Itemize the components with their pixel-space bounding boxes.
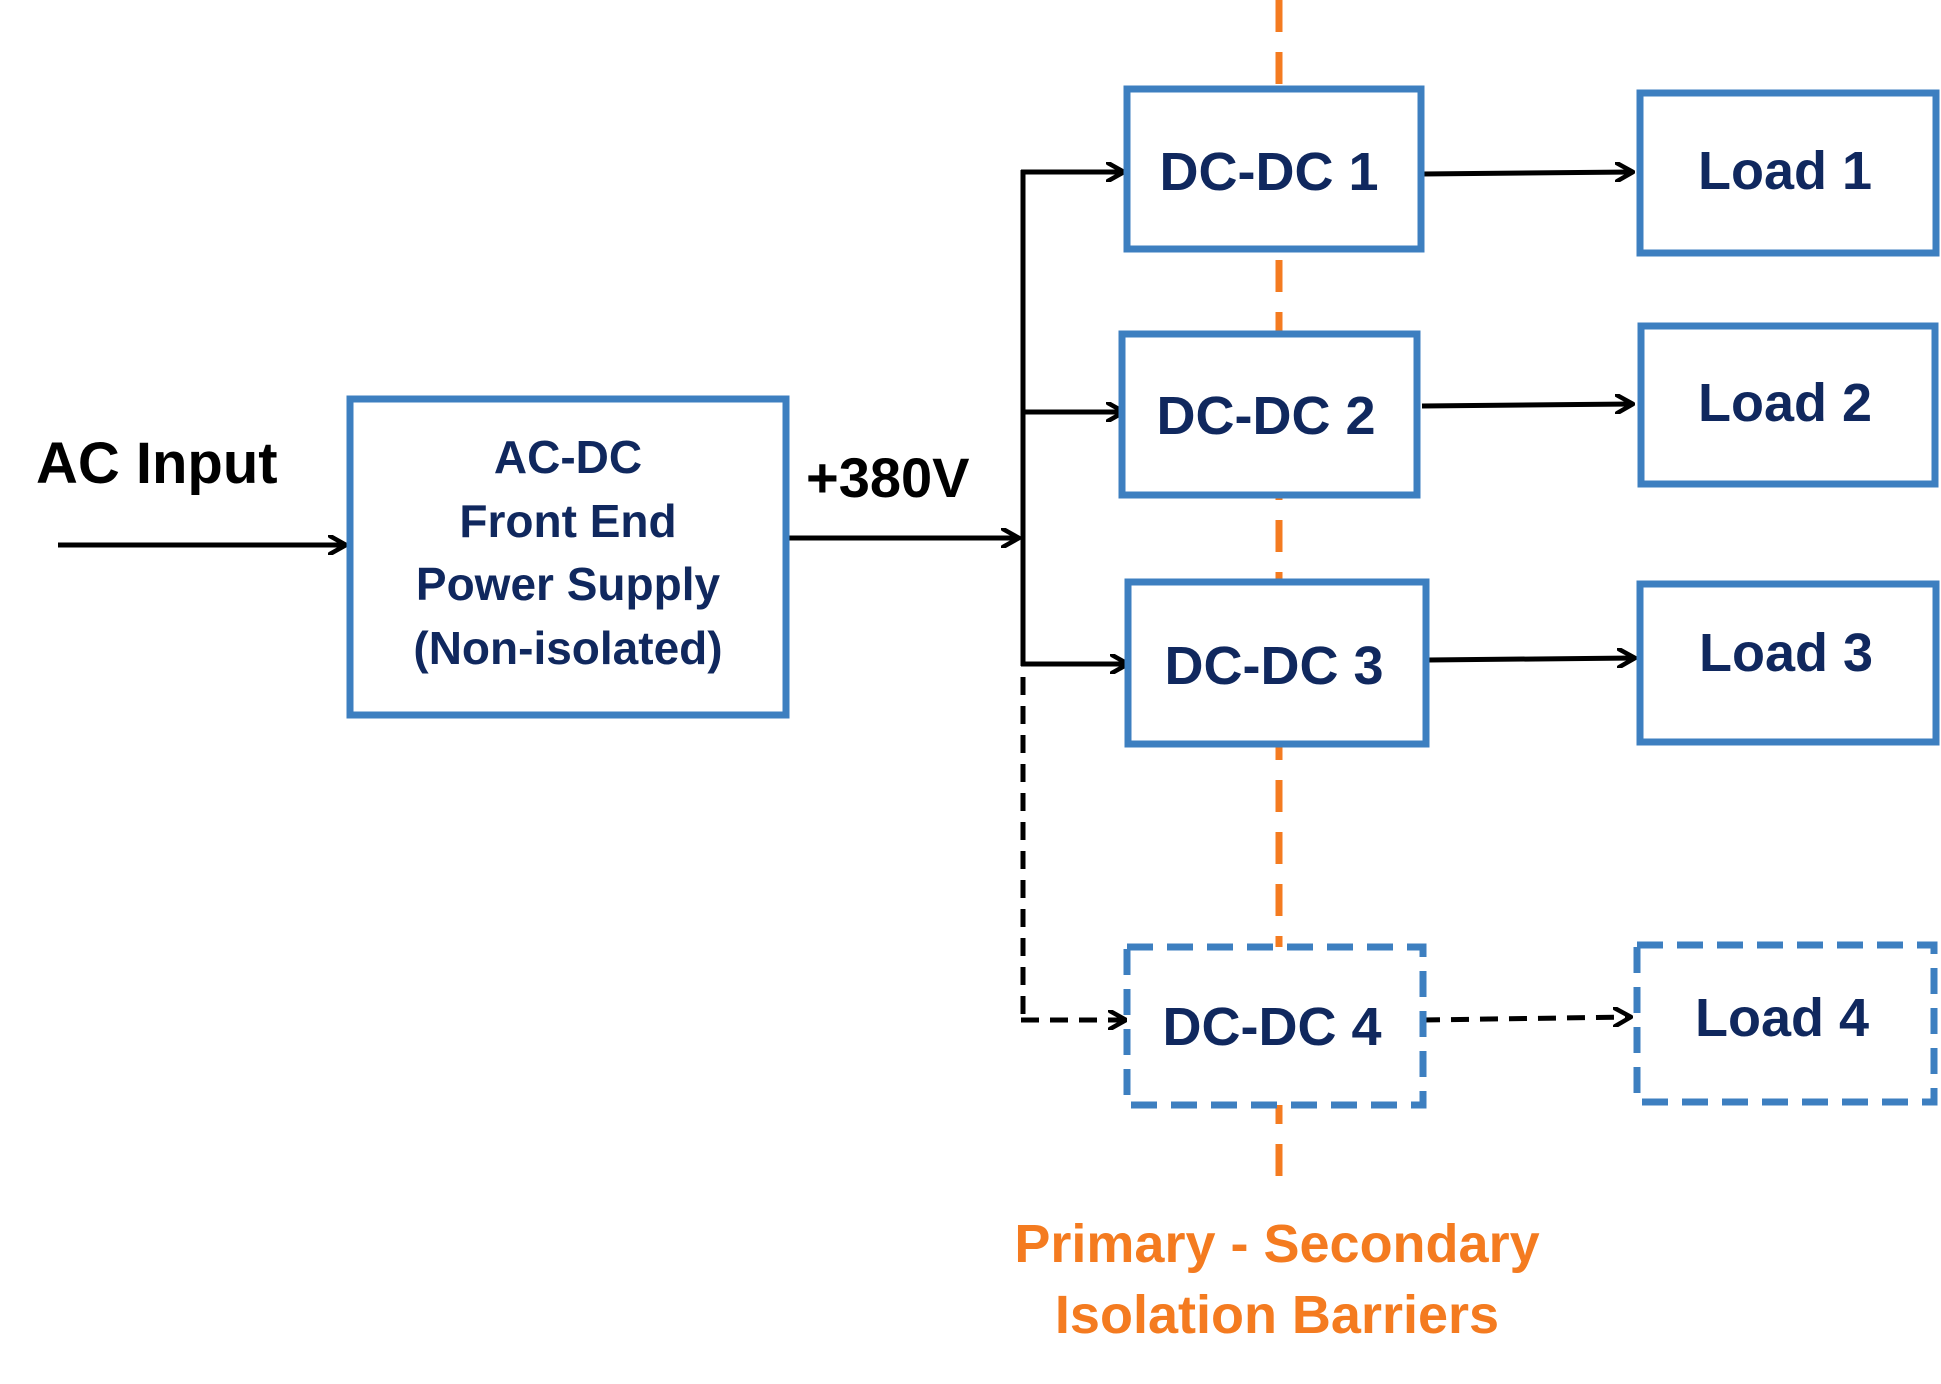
load-box-1 xyxy=(1636,89,1940,257)
front-end-line-4: (Non-isolated) xyxy=(413,622,722,674)
output-arrow-3 xyxy=(1427,658,1634,660)
barrier-caption-line-2: Isolation Barriers xyxy=(1055,1285,1499,1345)
load-box-2 xyxy=(1637,322,1939,488)
front-end-line-2: Front End xyxy=(459,495,676,547)
load-label-2: Load 2 xyxy=(1698,373,1872,433)
load-label-3: Load 3 xyxy=(1699,623,1873,683)
converter-label-3: DC-DC 3 xyxy=(1164,636,1383,696)
front-end-box xyxy=(346,395,790,719)
converter-box-2 xyxy=(1118,330,1421,499)
converter-box-4 xyxy=(1123,943,1427,1109)
converter-label-4: DC-DC 4 xyxy=(1162,997,1381,1057)
converter-label-2: DC-DC 2 xyxy=(1156,386,1375,446)
load-label-1: Load 1 xyxy=(1698,141,1872,201)
ac-input-label: AC Input xyxy=(36,431,278,496)
output-arrow-1 xyxy=(1421,172,1632,174)
output-arrow-4 xyxy=(1421,1017,1630,1020)
load-box-3 xyxy=(1636,580,1940,746)
converter-box-1 xyxy=(1123,85,1425,253)
front-end-line-1: AC-DC xyxy=(494,431,642,483)
load-box-4 xyxy=(1633,941,1938,1106)
output-arrow-2 xyxy=(1421,404,1632,406)
barrier-caption: Primary - Secondary Isolation Barriers xyxy=(1014,1214,1539,1345)
load-label-4: Load 4 xyxy=(1695,988,1869,1048)
front-end-line-3: Power Supply xyxy=(416,558,721,610)
converter-label-1: DC-DC 1 xyxy=(1159,142,1378,202)
front-end-label: AC-DC Front End Power Supply (Non-isolat… xyxy=(413,431,722,674)
barrier-caption-line-1: Primary - Secondary xyxy=(1014,1214,1539,1274)
converter-box-3 xyxy=(1124,578,1430,748)
bus-voltage-label: +380V xyxy=(806,446,970,509)
